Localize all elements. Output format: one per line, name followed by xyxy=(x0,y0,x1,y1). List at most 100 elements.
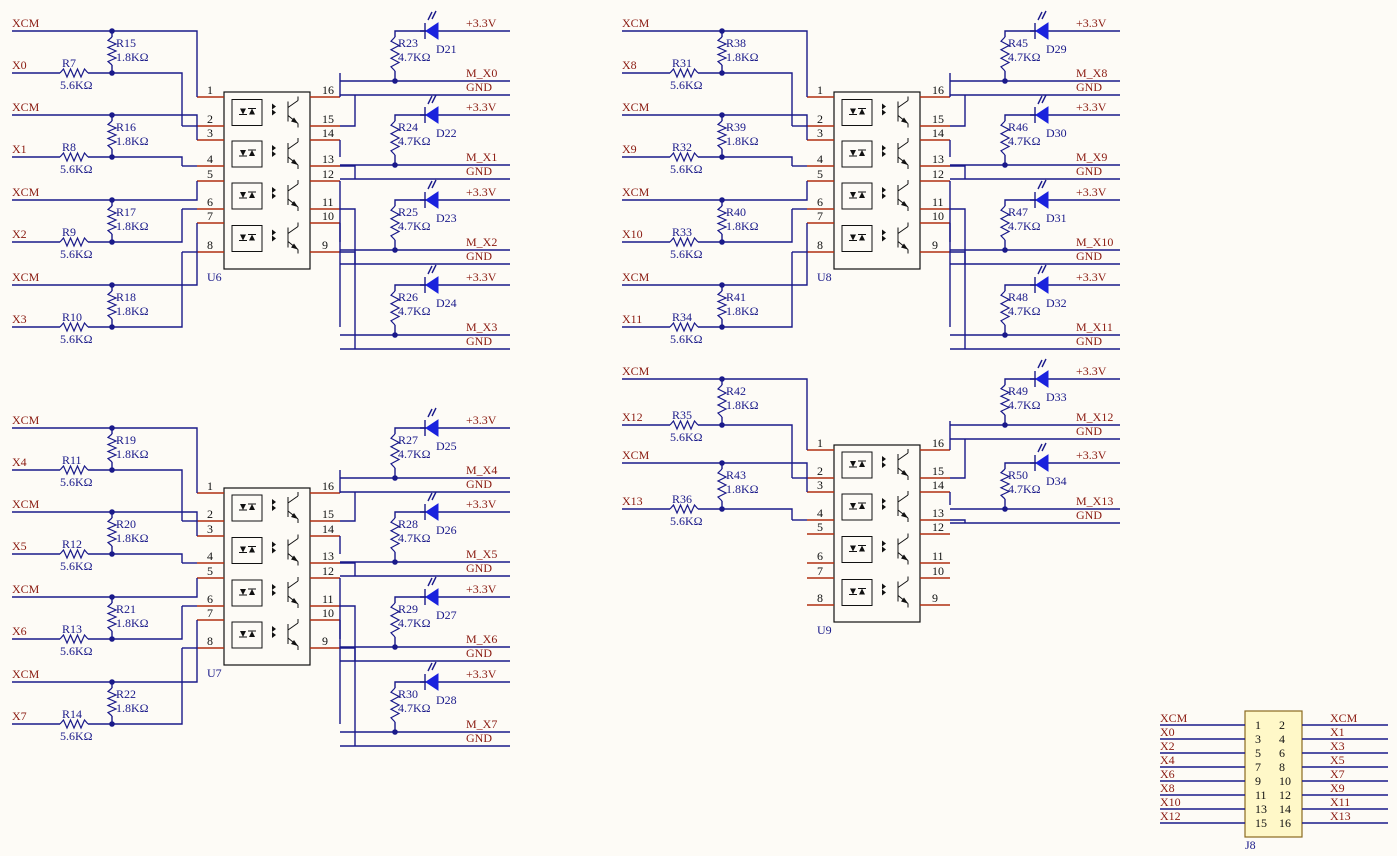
transistor-collector xyxy=(897,580,909,588)
resistor-ref: R17 xyxy=(116,205,136,219)
pin-number: 14 xyxy=(932,478,944,492)
optocoupler-cell xyxy=(841,533,909,565)
transistor-arrow xyxy=(291,117,298,124)
resistor-ref: R23 xyxy=(398,36,418,50)
opto-led-frame xyxy=(231,537,263,564)
junction-dot xyxy=(109,324,115,330)
net-label-power: +3.3V xyxy=(466,185,497,199)
resistor-symbol xyxy=(999,36,1011,72)
connector-pin-right: 2 xyxy=(1279,718,1285,732)
resistor-symbol xyxy=(106,205,118,235)
wire xyxy=(340,492,356,522)
resistor-value: 1.8KΩ xyxy=(726,134,759,148)
wire xyxy=(698,508,793,520)
pin-number: 9 xyxy=(322,238,328,252)
net-label-input: X7 xyxy=(12,709,27,723)
resistor-ref: R46 xyxy=(1008,120,1028,134)
resistor-value: 5.6KΩ xyxy=(60,475,93,489)
junction-dot xyxy=(109,425,115,431)
led-triangle xyxy=(425,588,439,606)
opto-diode xyxy=(249,234,255,241)
net-label-output: M_X9 xyxy=(1076,150,1107,164)
opto-light xyxy=(272,151,276,157)
led-ref: D25 xyxy=(436,439,457,453)
resistor-ref: R45 xyxy=(1008,36,1028,50)
led-icon xyxy=(424,179,439,209)
transistor-collector xyxy=(287,580,299,589)
resistor-ref: R21 xyxy=(116,602,136,616)
resistor-ref: R27 xyxy=(398,433,418,447)
net-label-power: +3.3V xyxy=(466,413,497,427)
opto-diode xyxy=(249,150,255,156)
connector-net-right: X13 xyxy=(1330,809,1351,823)
opto-diode xyxy=(249,589,255,595)
pin-number: 5 xyxy=(207,167,213,181)
opto-diode xyxy=(240,546,246,553)
resistor-value: 5.6KΩ xyxy=(60,247,93,261)
net-label-gnd: GND xyxy=(466,164,492,178)
led-ref: D32 xyxy=(1046,296,1067,310)
net-label-output: M_X0 xyxy=(466,66,497,80)
wire xyxy=(698,72,793,126)
opto-diode xyxy=(859,108,865,115)
pin-number: 8 xyxy=(207,238,213,252)
net-label-input: X2 xyxy=(12,227,27,241)
net-label-input: X1 xyxy=(12,142,27,156)
resistor-ref: R25 xyxy=(398,205,418,219)
led-ray xyxy=(431,10,437,20)
resistor-symbol xyxy=(716,120,728,150)
connector-pin-left: 13 xyxy=(1255,802,1267,816)
resistor-value: 1.8KΩ xyxy=(116,531,149,545)
transistor-collector xyxy=(287,100,299,108)
resistor-symbol xyxy=(669,151,699,163)
junction-dot xyxy=(109,679,115,685)
resistor-ref: R26 xyxy=(398,290,418,304)
pin-number: 1 xyxy=(817,436,823,450)
opto-diode xyxy=(249,192,255,198)
wire xyxy=(12,30,198,97)
connector-pin-right: 14 xyxy=(1279,802,1291,816)
resistor-value: 1.8KΩ xyxy=(116,701,149,715)
opto-light xyxy=(882,151,886,157)
led-ray xyxy=(427,577,433,587)
wire xyxy=(340,605,356,661)
net-label-output: M_X11 xyxy=(1076,320,1113,334)
net-label-gnd: GND xyxy=(1076,334,1102,348)
resistor-symbol xyxy=(716,36,728,66)
junction-dot xyxy=(719,70,725,76)
led-ray xyxy=(431,264,437,274)
wire xyxy=(12,578,198,598)
resistor-ref: R16 xyxy=(116,120,136,134)
opto-led-frame xyxy=(231,225,263,252)
led-ray xyxy=(1037,265,1043,275)
transistor-arrow xyxy=(291,598,298,604)
opto-light xyxy=(882,103,886,110)
opto-light xyxy=(882,546,886,553)
resistor-value: 5.6KΩ xyxy=(60,644,93,658)
opto-diode xyxy=(850,150,856,156)
resistor-symbol xyxy=(389,433,401,469)
connector-net-left: X2 xyxy=(1160,739,1175,753)
led-ray xyxy=(431,94,437,104)
opto-light xyxy=(272,235,276,242)
pin-number: 7 xyxy=(207,209,213,223)
resistor-symbol xyxy=(389,205,401,241)
opto-diode xyxy=(859,234,865,241)
transistor-arrow xyxy=(901,597,908,604)
led-ray xyxy=(427,265,433,275)
pin-number: 11 xyxy=(932,195,944,209)
net-label-power: +3.3V xyxy=(1076,364,1107,378)
wire xyxy=(88,553,183,563)
wire xyxy=(88,156,183,166)
transistor-arrow xyxy=(901,243,908,250)
net-label-output: M_X5 xyxy=(466,547,497,561)
resistor-value: 5.6KΩ xyxy=(60,78,93,92)
led-ray xyxy=(1041,94,1047,104)
resistor-value: 4.7KΩ xyxy=(398,616,431,630)
pin-number: 4 xyxy=(817,152,823,166)
opto-led-frame xyxy=(841,182,873,210)
net-label-input: X5 xyxy=(12,539,27,553)
optocoupler-cell xyxy=(231,180,299,211)
pin-number: 4 xyxy=(817,506,823,520)
